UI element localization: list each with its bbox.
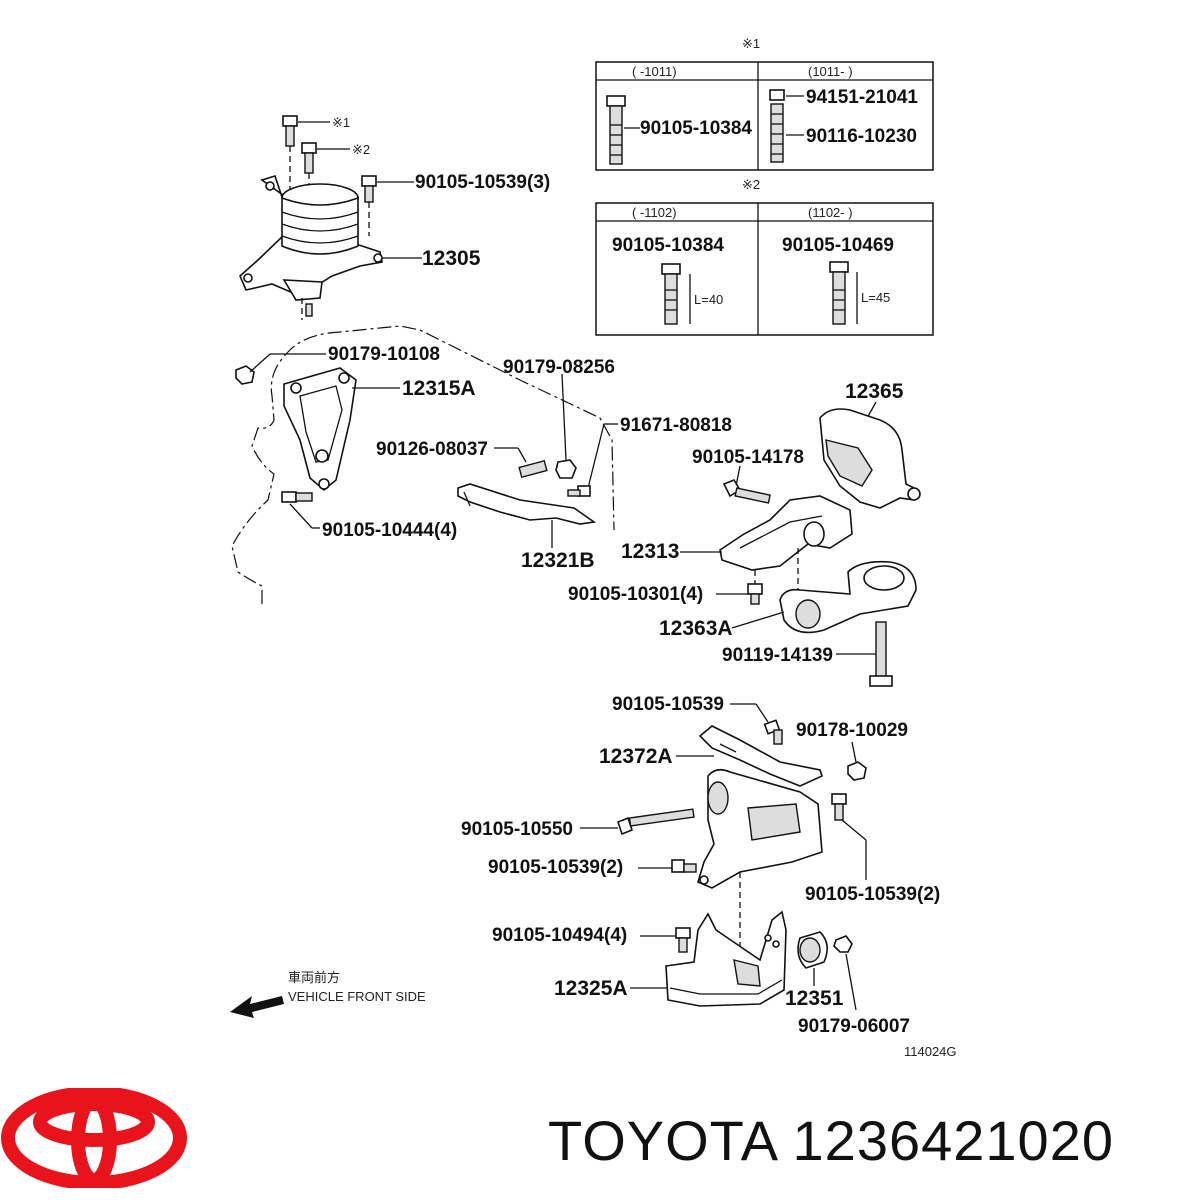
bolt-icon [829,261,858,325]
label-90105-10539-2b: 90105-10539(2) [805,884,940,905]
table1-col2-part-bottom: 90116-10230 [806,126,917,147]
label-90179-06007: 90179-06007 [798,1016,910,1037]
table1-col2-header: (1011- ) [808,64,853,79]
label-12365: 12365 [845,380,904,403]
label-90126-08037: 90126-08037 [376,439,488,460]
label-90105-10494-4: 90105-10494(4) [492,925,627,946]
bolt-icon [722,479,771,504]
bracket-12315A: 90179-10108 12315A 90105-10444(4) [235,344,476,541]
label-12315A: 12315A [402,377,476,400]
table2-col1-part: 90105-10384 [612,235,724,256]
front-side-label-en: VEHICLE FRONT SIDE [288,989,426,1004]
torque-rod-12363A: 12363A 90119-14139 [659,560,917,687]
note1-marker: ※1 [332,115,350,130]
label-90105-10444-4: 90105-10444(4) [322,520,457,541]
bolt-icon [281,491,313,503]
label-12321B: 12321B [521,549,595,572]
bolt-icon [301,142,317,174]
table-note-2: ※2 ( -1102) (1102- ) 90105-10384 90105-1… [595,177,934,336]
insulator-12365: 12365 [819,380,921,509]
arrow-left-icon [230,996,284,1018]
nut-icon [235,365,255,385]
note2-marker: ※2 [352,142,370,157]
label-12363A: 12363A [659,617,733,640]
bolt-icon [869,621,893,687]
label-90119-14139: 90119-14139 [722,645,833,666]
label-90105-10301-4: 90105-10301(4) [568,584,703,605]
stud-bolt-icon [769,89,785,163]
label-90105-10539-3: 90105-10539(3) [415,172,550,193]
table1-col1-header: ( -1011) [632,64,677,79]
bolt-icon [675,927,691,953]
bolt-icon [831,793,847,821]
nut-icon [555,459,577,479]
label-12325A: 12325A [554,977,628,1000]
table1-col1-part: 90105-10384 [640,118,752,139]
label-91671-80818: 91671-80818 [620,415,732,436]
bolt-icon [661,263,691,325]
label-90179-10108: 90179-10108 [328,344,440,365]
bolt-icon [617,808,695,836]
table1-marker: ※1 [742,36,760,51]
bushing-12351 [797,931,828,969]
table2-col2-part: 90105-10469 [782,235,894,256]
bolt-icon [567,485,591,497]
vehicle-front-indicator: 車両前方 VEHICLE FRONT SIDE [230,970,426,1018]
bolt-icon [671,859,697,873]
bolt-icon [606,95,626,165]
engine-mount-12305: ※1 ※2 90105-10539(3) 12305 [239,115,550,320]
toyota-logo [0,1086,200,1193]
nut-icon [847,761,867,781]
bracket-12313: 90105-14178 12313 90105-10301(4) [568,447,853,605]
drawing-code: 114024G [904,1044,957,1059]
engine-outline [231,325,615,604]
label-12372A: 12372A [599,745,673,768]
table2-col1-header: ( -1102) [632,205,677,220]
table-note-1: ※1 ( -1011) (1011- ) 90105-10384 94151-2… [595,36,934,171]
label-12313: 12313 [621,540,679,563]
front-side-label-jp: 車両前方 [288,970,340,985]
table2-col1-length: L=40 [694,292,723,307]
bolt-icon [361,175,377,203]
table1-col2-part-top: 94151-21041 [806,87,918,108]
bracket-12372A: 90105-10539 90178-10029 12372A 90105-105… [461,694,940,960]
bolt-icon [747,583,763,605]
bolt-icon [282,115,298,147]
brand-part-number-caption: TOYOTA 1236421020 [548,1109,1114,1172]
label-90105-10539-2a: 90105-10539(2) [488,857,623,878]
label-90105-14178: 90105-14178 [692,447,804,468]
table2-col2-header: (1102- ) [808,205,853,220]
label-12305: 12305 [422,247,481,270]
label-90105-10550: 90105-10550 [461,819,573,840]
table2-frame [595,202,934,336]
label-12351: 12351 [785,987,844,1010]
nut-icon [833,935,853,953]
bracket-12321B: 90179-08256 90126-08037 91671-80818 1232… [376,357,732,572]
stud-bolt-icon [518,459,548,479]
bracket-12325A: 90105-10494(4) 12325A 12351 90179-06007 … [492,910,957,1059]
table2-marker: ※2 [742,177,760,192]
table2-col2-length: L=45 [861,290,890,305]
label-90179-08256: 90179-08256 [503,357,615,378]
label-90178-10029: 90178-10029 [796,720,908,741]
bolt-icon [763,719,783,745]
label-90105-10539-top: 90105-10539 [612,694,724,715]
